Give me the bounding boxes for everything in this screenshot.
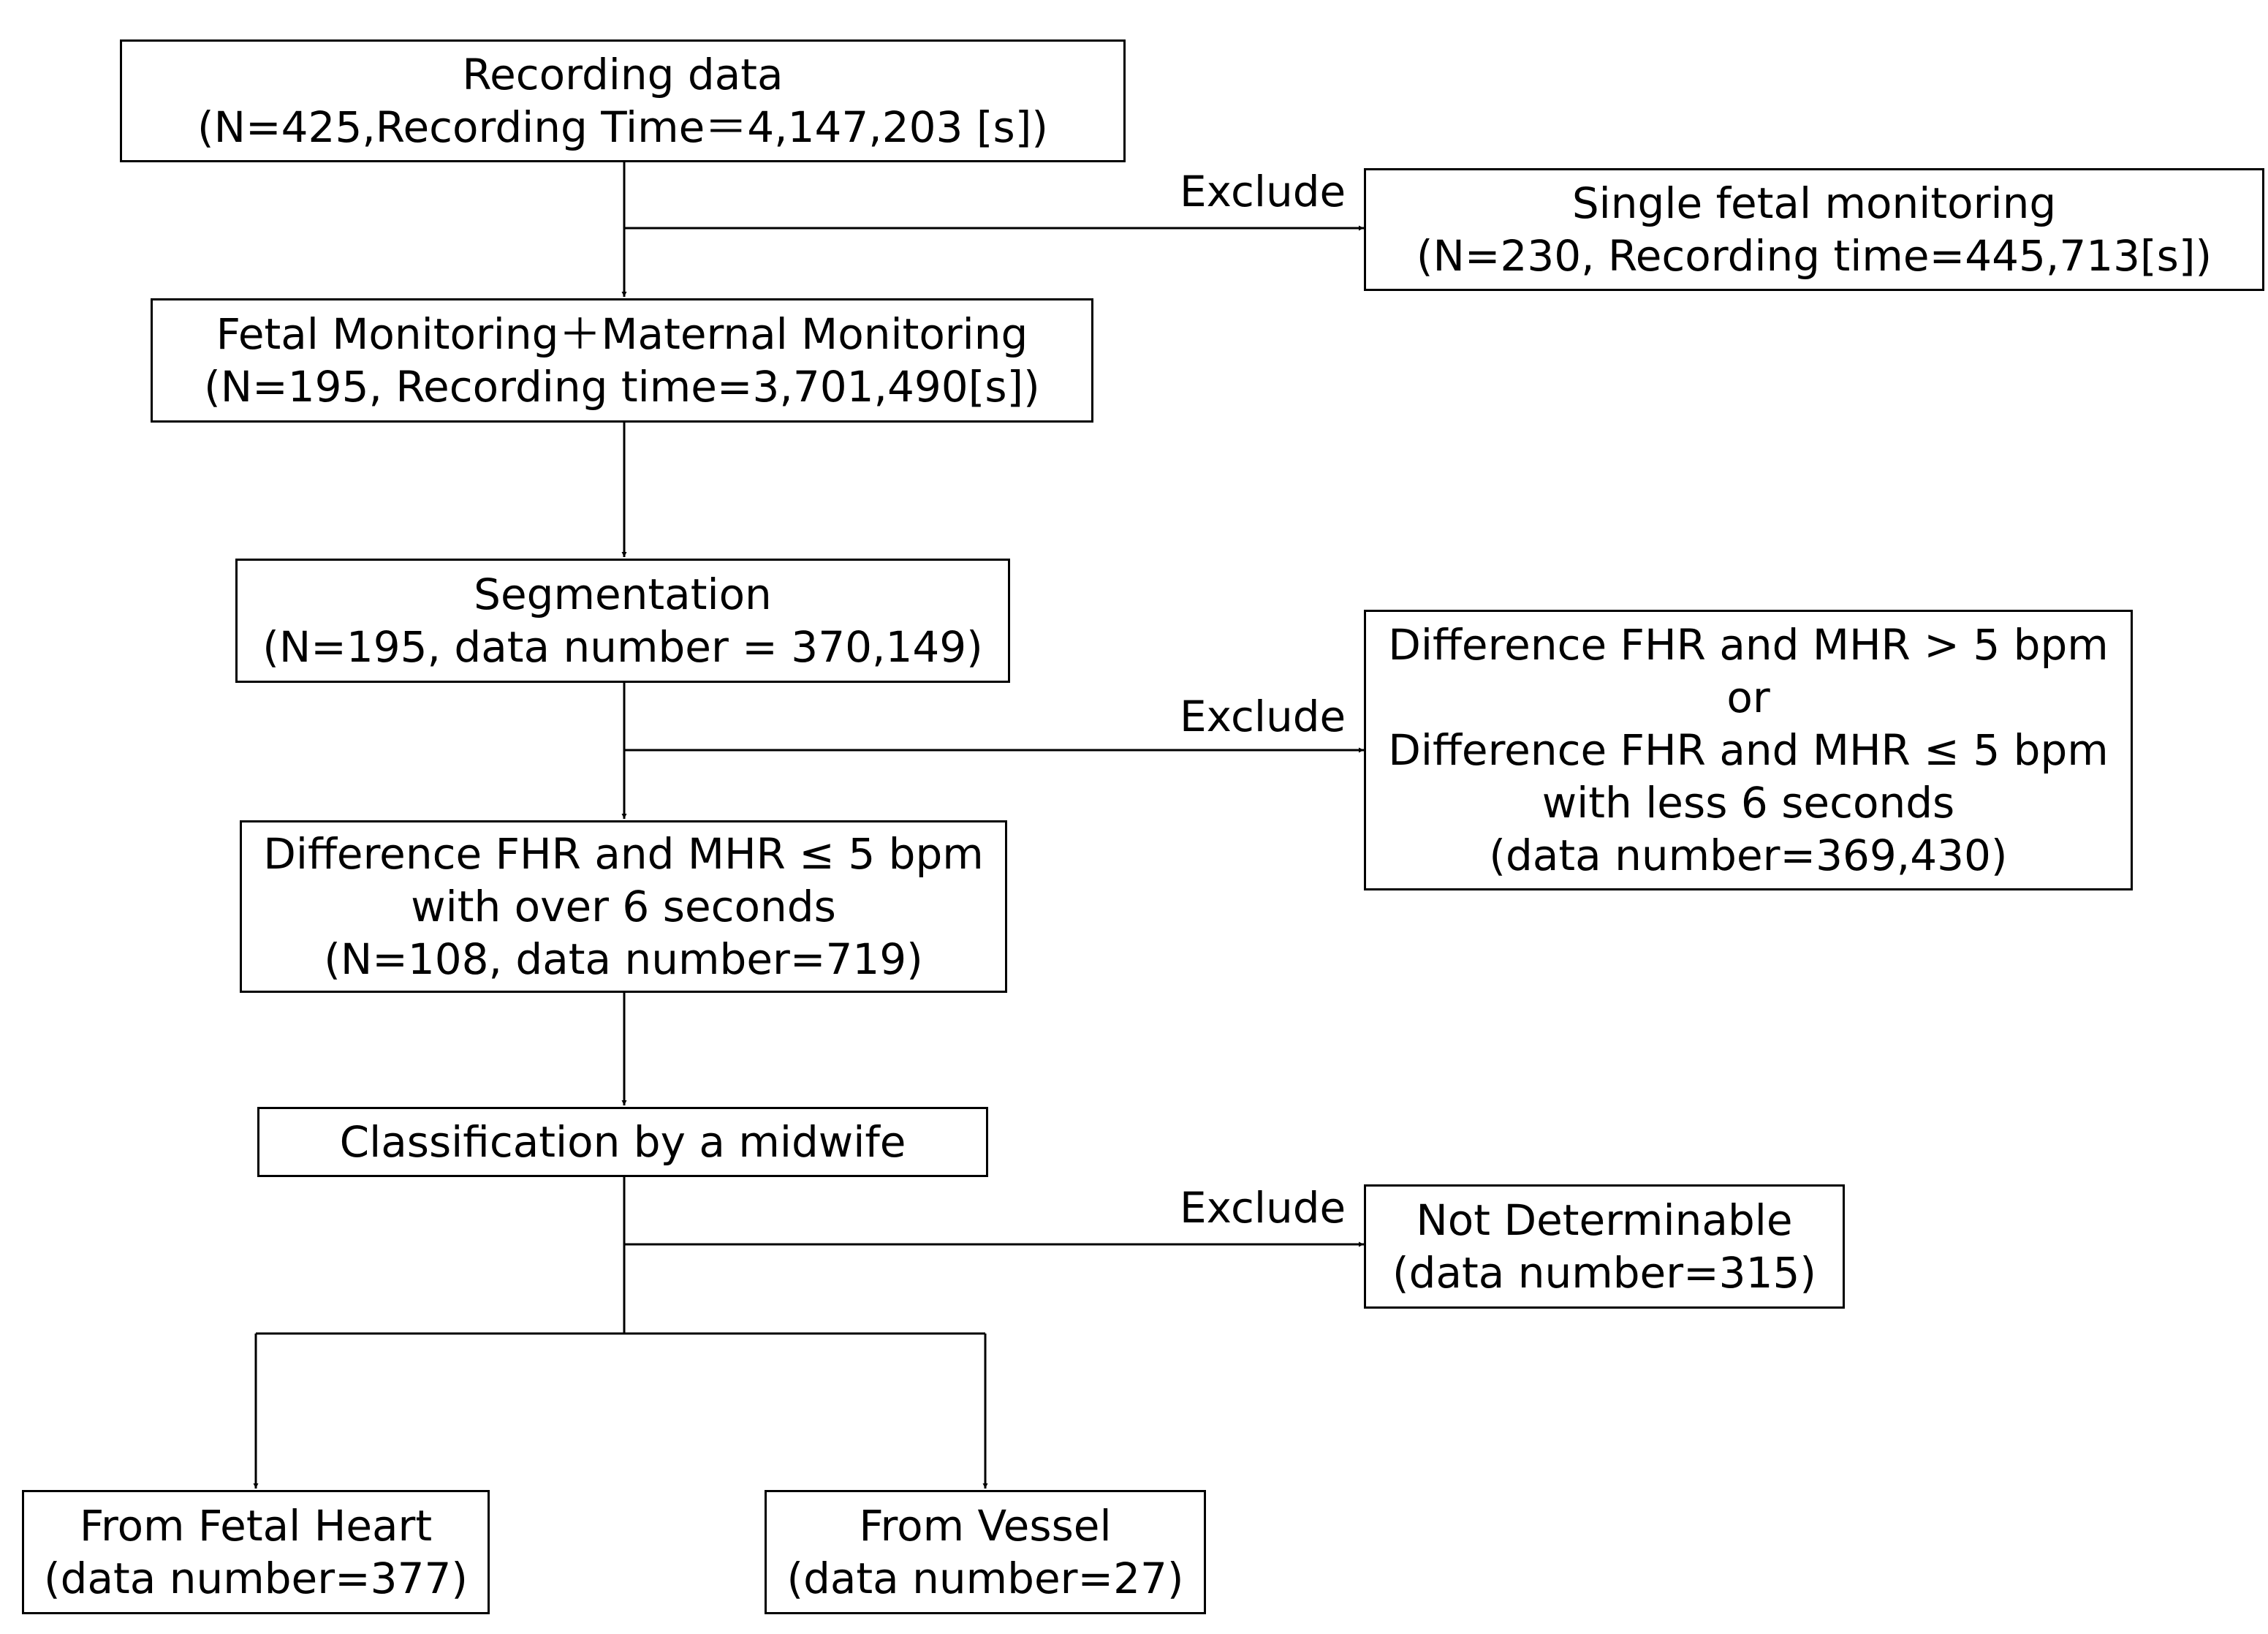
- diff-keep-line-2: with over 6 seconds: [411, 882, 836, 931]
- fetal-maternal-detail: (N=195, Recording time=3,701,490[s]): [204, 362, 1040, 412]
- segmentation-detail: (N=195, data number = 370,149): [262, 622, 983, 672]
- fetal-heart-title: From Fetal Heart: [79, 1501, 433, 1551]
- fetal-maternal-monitoring-box: Fetal Monitoring＋Maternal Monitoring (N=…: [151, 298, 1093, 423]
- from-vessel-box: From Vessel (data number=27): [765, 1490, 1206, 1614]
- diff-exclude-line-3: Difference FHR and MHR ≤ 5 bpm: [1388, 725, 2109, 775]
- exclude-label-3: Exclude: [1180, 1183, 1346, 1233]
- diff-exclude-line-4: with less 6 seconds: [1541, 778, 1955, 828]
- difference-exclude-box: Difference FHR and MHR > 5 bpm or Differ…: [1364, 610, 2133, 890]
- classification-title: Classification by a midwife: [339, 1117, 906, 1167]
- recording-detail: (N=425,Recording Time＝4,147,203 [s]): [197, 102, 1048, 152]
- not-determinable-detail: (data number=315): [1392, 1248, 1816, 1298]
- not-determinable-title: Not Determinable: [1416, 1195, 1793, 1245]
- single-fetal-title: Single fetal monitoring: [1571, 178, 2057, 228]
- vessel-title: From Vessel: [859, 1501, 1112, 1551]
- segmentation-box: Segmentation (N=195, data number = 370,1…: [235, 559, 1010, 683]
- classification-box: Classification by a midwife: [257, 1107, 988, 1177]
- diff-keep-line-3: (N=108, data number=719): [324, 934, 923, 984]
- diff-exclude-line-2: or: [1726, 673, 1770, 722]
- difference-keep-box: Difference FHR and MHR ≤ 5 bpm with over…: [240, 820, 1007, 993]
- segmentation-title: Segmentation: [474, 570, 772, 619]
- diff-exclude-line-5: (data number=369,430): [1489, 831, 2008, 880]
- exclude-label-1: Exclude: [1180, 167, 1346, 216]
- from-fetal-heart-box: From Fetal Heart (data number=377): [22, 1490, 490, 1614]
- exclude-label-2: Exclude: [1180, 692, 1346, 741]
- diff-keep-line-1: Difference FHR and MHR ≤ 5 bpm: [263, 829, 984, 879]
- fetal-maternal-title: Fetal Monitoring＋Maternal Monitoring: [216, 309, 1028, 359]
- vessel-detail: (data number=27): [786, 1554, 1184, 1603]
- recording-title: Recording data: [462, 50, 784, 99]
- recording-data-box: Recording data (N=425,Recording Time＝4,1…: [120, 39, 1126, 162]
- not-determinable-box: Not Determinable (data number=315): [1364, 1184, 1845, 1309]
- diff-exclude-line-1: Difference FHR and MHR > 5 bpm: [1388, 620, 2109, 670]
- single-fetal-detail: (N=230, Recording time=445,713[s]): [1416, 231, 2212, 281]
- single-fetal-monitoring-box: Single fetal monitoring (N=230, Recordin…: [1364, 168, 2264, 291]
- fetal-heart-detail: (data number=377): [44, 1554, 468, 1603]
